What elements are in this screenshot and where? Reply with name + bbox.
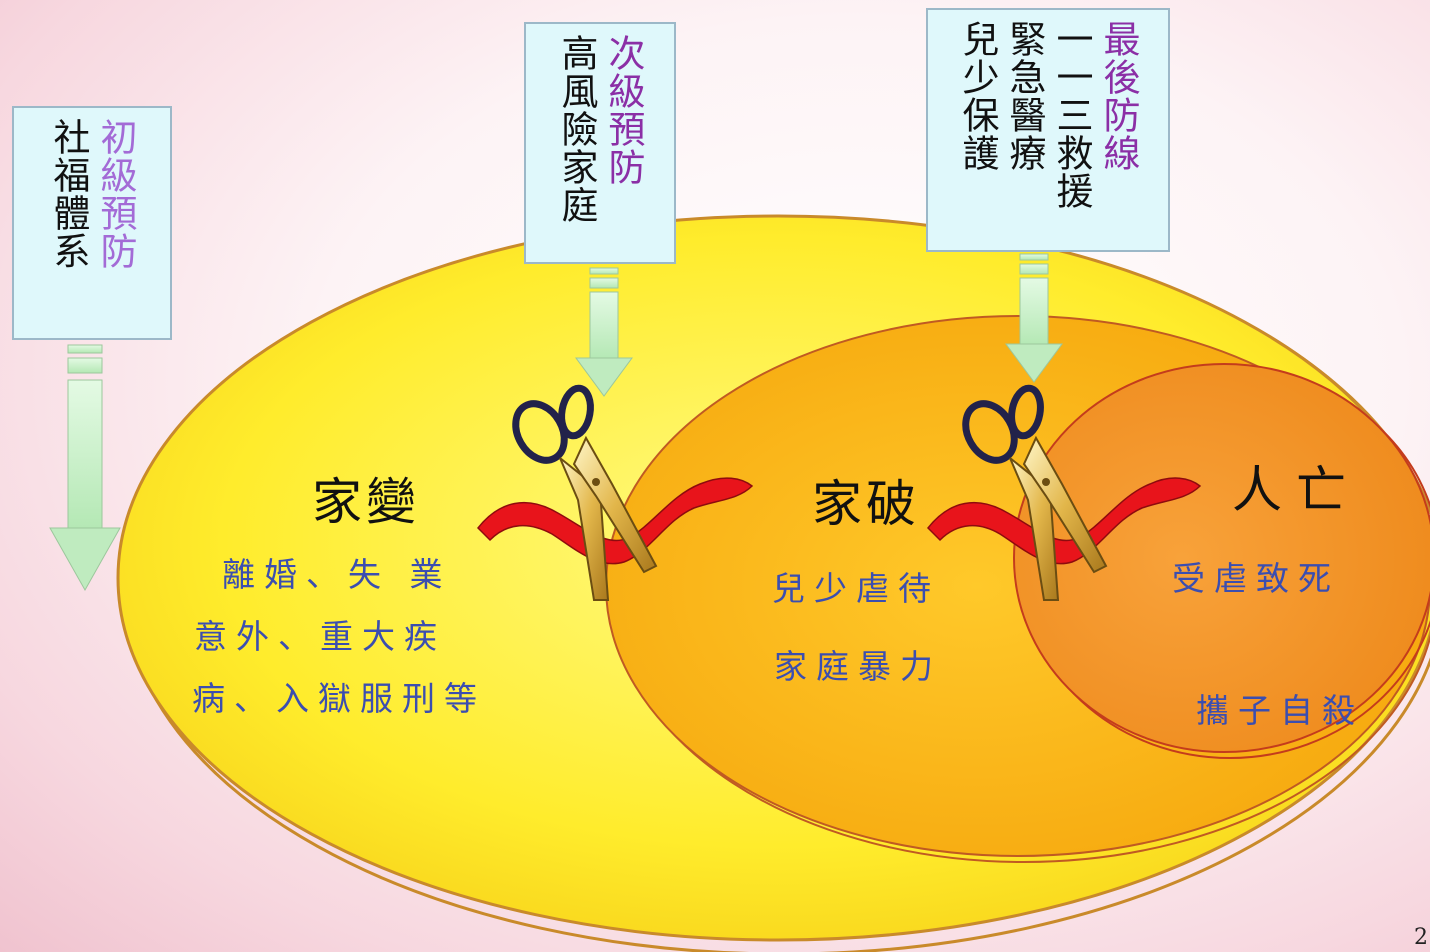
page-number: 2 — [1414, 925, 1428, 950]
inner-ellipse — [1013, 363, 1430, 753]
death-item-1: 受虐致死 — [1172, 559, 1340, 598]
family-change-heading: 家變 — [312, 473, 420, 531]
secondary-arrow — [575, 267, 633, 397]
primary-prevention-title: 初級預防 — [94, 118, 137, 270]
family-broken-item-2: 家庭暴力 — [774, 647, 942, 686]
family-change-item-1: 離婚、失 業 — [222, 555, 452, 594]
secondary-prevention-title: 次級預防 — [602, 34, 645, 186]
last-line-emergency: 緊急醫療 — [1003, 20, 1046, 172]
last-line-title: 最後防線 — [1097, 20, 1140, 172]
primary-prevention-box: 初級預防 社福體系 — [12, 106, 172, 340]
family-change-item-2: 意外、重大疾 — [194, 617, 446, 656]
last-line-child-protection: 兒少保護 — [956, 20, 999, 172]
death-item-2: 攜子自殺 — [1196, 691, 1364, 730]
last-line-rescue: 一一三救援 — [1050, 20, 1093, 210]
scissors-left-icon — [512, 384, 658, 601]
secondary-prevention-box: 次級預防 高風險家庭 — [524, 22, 676, 264]
last-arrow — [1005, 253, 1063, 383]
primary-arrow — [49, 344, 121, 592]
family-broken-heading: 家破 — [812, 475, 920, 533]
scissors-right-icon — [962, 384, 1108, 601]
ribbon-left — [476, 477, 754, 565]
secondary-prevention-subtitle: 高風險家庭 — [555, 34, 598, 224]
family-change-item-3: 病、入獄服刑等 — [192, 679, 486, 718]
last-line-box: 最後防線 一一三救援 緊急醫療 兒少保護 — [926, 8, 1170, 252]
death-heading: 人亡 — [1232, 461, 1360, 519]
family-broken-item-1: 兒少虐待 — [772, 569, 940, 608]
ribbon-right — [926, 477, 1202, 565]
primary-prevention-subtitle: 社福體系 — [47, 118, 90, 270]
